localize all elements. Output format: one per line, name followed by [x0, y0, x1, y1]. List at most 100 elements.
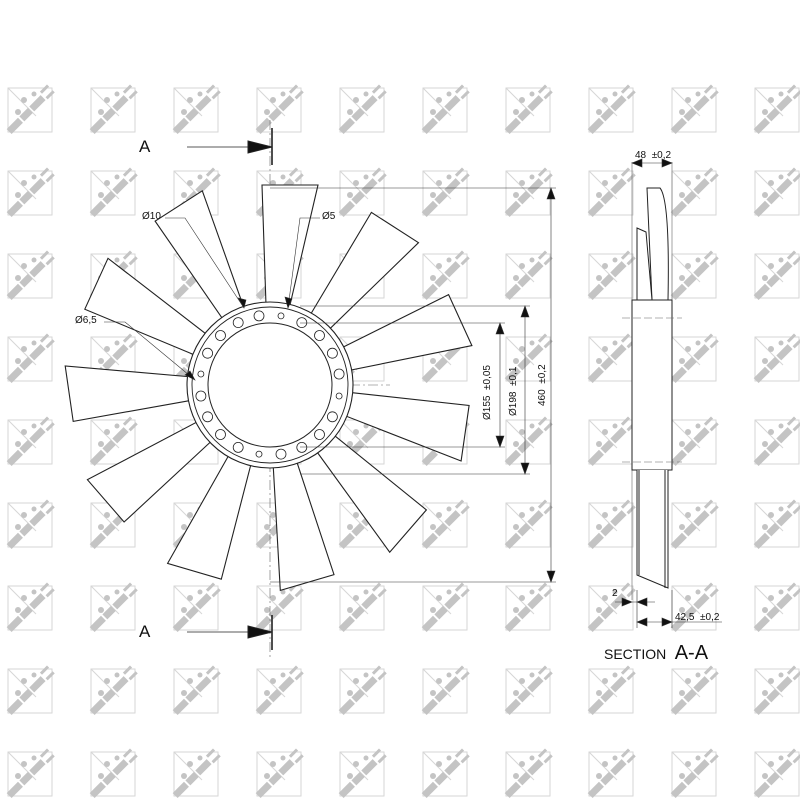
hub-bolt-hole — [215, 429, 226, 440]
section-marker-top-label: A — [139, 137, 151, 156]
nrf-watermark-grid — [4, 84, 800, 800]
nrf-watermark-icon — [585, 416, 637, 468]
nrf-watermark-icon — [502, 499, 554, 551]
hub-bolt-hole — [314, 330, 325, 341]
nrf-watermark-icon — [585, 167, 637, 219]
section-title: SECTION A-A — [604, 642, 709, 664]
fan-blade — [86, 421, 213, 523]
nrf-watermark-icon — [585, 499, 637, 551]
nrf-watermark-icon — [502, 582, 554, 634]
nrf-watermark-icon — [419, 84, 471, 136]
nrf-watermark-icon — [170, 748, 222, 800]
nrf-watermark-icon — [585, 582, 637, 634]
nrf-watermark-icon — [419, 167, 471, 219]
nrf-watermark-icon — [4, 333, 56, 385]
nrf-watermark-icon — [668, 416, 720, 468]
nrf-watermark-icon — [668, 333, 720, 385]
nrf-watermark-icon — [502, 665, 554, 717]
nrf-watermark-icon — [336, 665, 388, 717]
nrf-watermark-icon — [4, 748, 56, 800]
hub-bolt-hole — [195, 390, 207, 402]
nrf-watermark-icon — [4, 665, 56, 717]
hub-bolt-hole — [335, 392, 343, 400]
fan-blade — [154, 189, 245, 321]
nrf-watermark-icon — [751, 582, 800, 634]
nrf-watermark-icon — [419, 582, 471, 634]
nrf-watermark-icon — [668, 84, 720, 136]
nrf-watermark-icon — [751, 250, 800, 302]
hub-bolt-hole — [326, 347, 338, 359]
nrf-watermark-icon — [336, 167, 388, 219]
fan-blade — [84, 257, 207, 357]
nrf-watermark-icon — [336, 582, 388, 634]
nrf-watermark-icon — [336, 84, 388, 136]
hub-bolt-hole — [333, 368, 345, 380]
nrf-watermark-icon — [751, 416, 800, 468]
fan-blade — [261, 184, 319, 306]
nrf-watermark-icon — [4, 84, 56, 136]
hole-small-callout: Ø5 — [322, 211, 336, 222]
nrf-watermark-icon — [502, 167, 554, 219]
nrf-watermark-icon — [585, 84, 637, 136]
hole-side-callout: Ø6,5 — [75, 315, 97, 326]
nrf-watermark-icon — [751, 333, 800, 385]
nrf-watermark-icon — [419, 665, 471, 717]
nrf-watermark-icon — [4, 416, 56, 468]
hub-bolt-hole — [202, 411, 214, 423]
hub-bolt-hole — [277, 312, 285, 320]
nrf-watermark-icon — [751, 499, 800, 551]
section-dimensions — [615, 158, 722, 628]
fan-blade — [309, 211, 420, 330]
dim-width-bottom: 42,5 ±0,2 — [675, 612, 720, 623]
fan-blades — [64, 184, 473, 592]
nrf-watermark-icon — [419, 499, 471, 551]
dim-inner-diameter: Ø155 ±0,05 — [482, 365, 493, 420]
nrf-watermark-icon — [253, 748, 305, 800]
hub-bolt-hole — [202, 347, 214, 359]
nrf-watermark-icon — [585, 333, 637, 385]
hub-bolt-hole — [253, 310, 265, 322]
dim-bolt-circle: Ø198 ±0,1 — [508, 366, 519, 416]
nrf-watermark-icon — [668, 748, 720, 800]
nrf-watermark-icon — [170, 582, 222, 634]
nrf-watermark-icon — [170, 665, 222, 717]
diameter-dimensions — [270, 187, 556, 583]
hub-bolt-hole — [314, 429, 325, 440]
hub-bolt-hole — [326, 411, 338, 423]
nrf-watermark-icon — [668, 499, 720, 551]
nrf-watermark-icon — [751, 167, 800, 219]
nrf-watermark-icon — [751, 748, 800, 800]
fan-blade — [64, 365, 193, 423]
nrf-watermark-icon — [170, 84, 222, 136]
nrf-watermark-icon — [502, 416, 554, 468]
nrf-watermark-icon — [87, 84, 139, 136]
nrf-watermark-icon — [502, 250, 554, 302]
nrf-watermark-icon — [87, 665, 139, 717]
nrf-watermark-icon — [668, 250, 720, 302]
nrf-watermark-icon — [585, 250, 637, 302]
nrf-watermark-icon — [87, 582, 139, 634]
nrf-watermark-icon — [253, 582, 305, 634]
nrf-watermark-icon — [4, 582, 56, 634]
callout-leaders — [104, 217, 320, 381]
nrf-watermark-icon — [585, 665, 637, 717]
nrf-watermark-icon — [419, 748, 471, 800]
nrf-watermark-icon — [253, 665, 305, 717]
nrf-watermark-icon — [502, 748, 554, 800]
nrf-watermark-icon — [253, 84, 305, 136]
section-profile — [622, 162, 682, 600]
nrf-watermark-icon — [419, 250, 471, 302]
hub-bolt-hole — [255, 450, 263, 458]
hub-bolt-hole — [296, 317, 308, 329]
nrf-watermark-icon — [751, 84, 800, 136]
nrf-watermark-icon — [668, 665, 720, 717]
nrf-watermark-icon — [502, 84, 554, 136]
section-markers — [187, 128, 273, 650]
hub-bolt-hole — [215, 330, 226, 341]
nrf-watermark-icon — [4, 499, 56, 551]
nrf-watermark-icon — [668, 167, 720, 219]
nrf-watermark-icon — [4, 167, 56, 219]
dim-offset: 2 — [612, 588, 618, 599]
nrf-watermark-icon — [87, 748, 139, 800]
